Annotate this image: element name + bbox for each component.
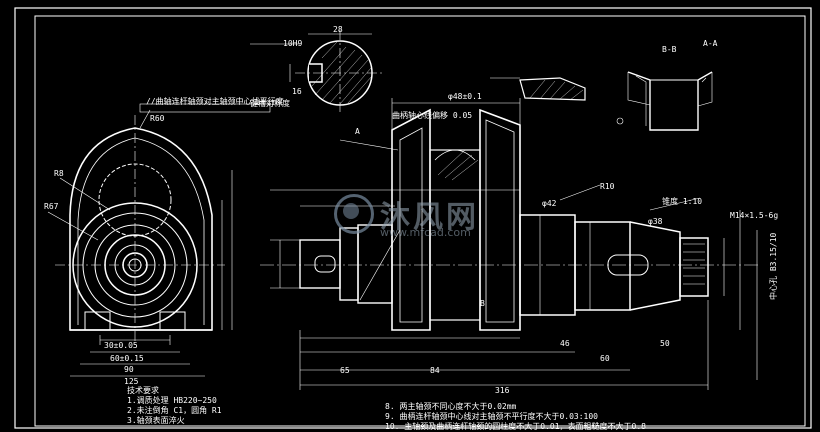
- label-dim-60b: 60: [600, 354, 610, 363]
- section-aa: [616, 71, 713, 131]
- label-dim-total: 316: [495, 386, 510, 395]
- label-dim-125: 125: [124, 377, 139, 386]
- notes-bottom: 8. 两主轴颈不同心度不大于0.02mm 9. 曲柄连杆轴颈中心线对主轴颈不平行…: [385, 402, 646, 432]
- label-dim-50: 50: [660, 339, 670, 348]
- watermark-text: 沐风网: [380, 200, 479, 235]
- label-dim-90: 90: [124, 365, 134, 374]
- label-taper: 锥度 1:10: [662, 197, 703, 206]
- label-dim-60: 60±0.15: [110, 354, 144, 363]
- outer-frame: [14, 7, 812, 429]
- label-mid-top2: 曲柄轴心线偏移 0.05: [392, 111, 473, 120]
- note-line: 3.轴颈表面淬火: [127, 416, 185, 425]
- watermark: 沐风网: [334, 192, 479, 236]
- label-left-note: //曲轴连杆轴颈对主轴颈中心线平行度: [146, 97, 284, 106]
- label-datum-a: A: [355, 127, 360, 136]
- label-datum-b: B: [480, 299, 485, 308]
- label-key-width: 10H9: [283, 39, 303, 48]
- detail-view-top: [490, 77, 586, 101]
- note-line: 2.未注倒角 C1，圆角 R1: [127, 406, 222, 415]
- label-dim-84: 84: [430, 366, 440, 375]
- label-dim-30: 30±0.05: [104, 341, 138, 350]
- label-radius-side: R8: [54, 169, 64, 178]
- label-key-dia: 28: [333, 25, 343, 34]
- label-radius-left: R67: [44, 202, 59, 211]
- label-mid-top1: φ48±0.1: [448, 92, 482, 101]
- note-line: 9. 曲柄连杆轴颈中心线对主轴颈不平行度不大于0.03:100: [385, 412, 598, 421]
- watermark-url: www.mfcad.com: [380, 226, 471, 239]
- label-dia-main: φ42: [542, 199, 557, 208]
- crankshaft-front-view: [260, 98, 760, 390]
- note-line: 8. 两主轴颈不同心度不大于0.02mm: [385, 402, 517, 411]
- label-key-note: 键槽对称度: [250, 99, 290, 108]
- label-dim-46: 46: [560, 339, 570, 348]
- note-line: 10. 主轴颈及曲柄连杆轴颈的圆柱度不大于0.01，表面粗糙度不大于0.8: [385, 422, 646, 431]
- note-line: 1.调质处理 HB220~250: [127, 396, 217, 405]
- watermark-logo-icon: [334, 194, 374, 234]
- label-side-note: 中心孔 B3.15/10: [769, 232, 778, 300]
- label-thread: M14×1.5-6g: [730, 211, 779, 220]
- notes-left: 技术要求 1.调质处理 HB220~250 2.未注倒角 C1，圆角 R1 3.…: [127, 386, 222, 426]
- label-section-aa: A-A: [703, 39, 718, 48]
- inner-frame: [34, 15, 806, 427]
- label-fillet-r10: R10: [600, 182, 615, 191]
- label-section-bb: B-B: [662, 45, 677, 54]
- label-key-depth: 16: [292, 87, 302, 96]
- label-dim-65: 65: [340, 366, 350, 375]
- note-line: 技术要求: [127, 386, 159, 395]
- end-view: [47, 103, 271, 377]
- keyway-section: [250, 30, 385, 115]
- label-radius-top: R60: [150, 114, 165, 123]
- label-dia-right: φ38: [648, 217, 663, 226]
